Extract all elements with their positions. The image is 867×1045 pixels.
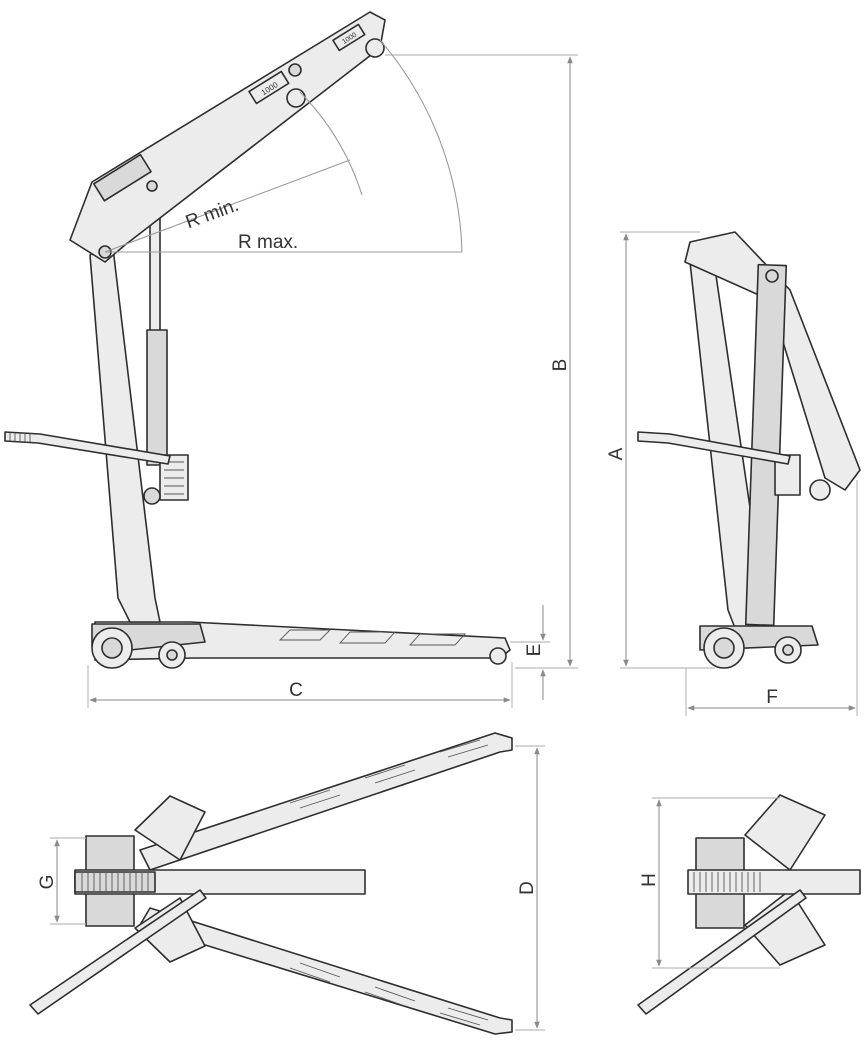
r-max-label: R max. [238, 232, 298, 253]
dim-g-label: G [37, 875, 58, 890]
folded-top-boom [687, 869, 861, 895]
folded-view: A F [606, 231, 861, 716]
dim-a-label: A [606, 447, 627, 460]
dim-d-label: D [517, 881, 538, 895]
hook-min-reach [286, 88, 306, 108]
folded-top-handle [637, 889, 807, 1015]
folded-ram [744, 263, 788, 627]
top-handle [29, 889, 207, 1015]
folded-handle [637, 431, 791, 465]
dim-e-label: E [524, 644, 545, 657]
side-view: 1000 1000 R min. R max. B E [4, 11, 578, 708]
r-min-arc [299, 91, 363, 196]
boom-placard-mid [248, 70, 290, 105]
top-upper-bracket [134, 795, 206, 861]
boom [69, 11, 386, 263]
folded-top-upper-bracket [744, 794, 826, 871]
hook-max-reach [365, 38, 385, 58]
top-upper-leg [139, 732, 513, 871]
release-knob [143, 487, 161, 505]
top-lower-leg [139, 907, 513, 1035]
dim-f-label: F [766, 687, 778, 708]
dim-c-label: C [289, 680, 303, 701]
folded-boom [684, 231, 861, 491]
r-max-arc [379, 39, 463, 253]
dim-h-label: H [639, 873, 660, 887]
pump-handle [4, 431, 171, 465]
front-wheel [489, 647, 507, 665]
r-min-line [104, 159, 351, 253]
folded-top-view: H [637, 794, 861, 1015]
top-view: D G [29, 732, 545, 1035]
r-min-label: R min. [183, 195, 242, 234]
boom-placard-front [332, 23, 366, 52]
dim-b-label: B [550, 359, 571, 372]
top-lower-bracket [134, 897, 206, 963]
ram-cylinder [146, 329, 168, 466]
folded-top-lower-bracket [744, 889, 826, 966]
